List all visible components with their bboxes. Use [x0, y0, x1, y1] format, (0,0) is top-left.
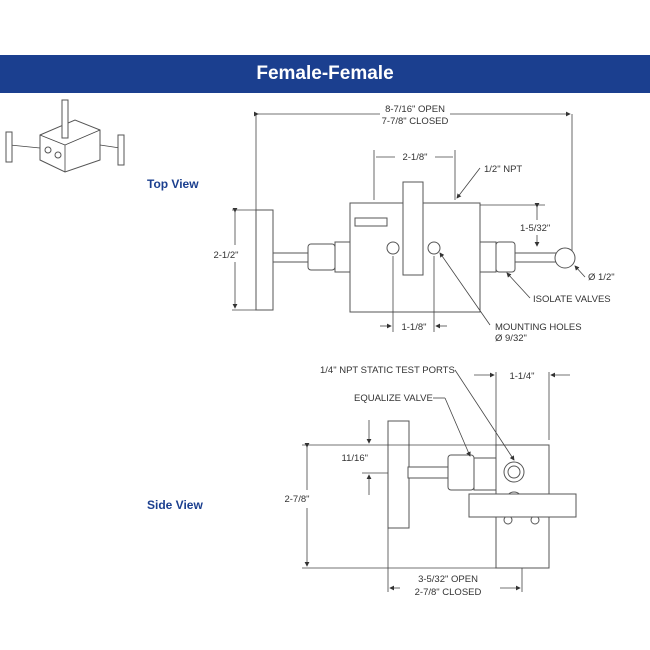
side-view-drawing: [302, 369, 577, 592]
page-title: Female-Female: [256, 63, 394, 84]
hole-spacing-dim: 1-1/8": [401, 322, 426, 333]
top-view-drawing: [232, 111, 586, 332]
static-test-ports-label: 1/4" NPT STATIC TEST PORTS: [320, 365, 455, 376]
product-thumbnail: [5, 99, 125, 173]
overall-open-dim: 8-7/16" OPEN: [385, 104, 445, 115]
body-depth-dim: 1-1/4": [509, 371, 534, 382]
side-height-dim: 2-7/8": [284, 494, 309, 505]
mounting-hole-dia: Ø 9/32": [495, 333, 527, 344]
isolate-valves-label: ISOLATE VALVES: [533, 294, 611, 305]
handle-offset-dim: 11/16": [342, 453, 368, 464]
height-dim: 2-1/2": [213, 250, 238, 261]
overall-closed-dim: 7-7/8" CLOSED: [382, 116, 449, 127]
depth-closed-dim: 2-7/8" CLOSED: [415, 587, 482, 598]
title-banner: Female-Female: [0, 55, 650, 93]
side-view-label: Side View: [147, 498, 203, 512]
equalize-valve-label: EQUALIZE VALVE: [354, 393, 433, 404]
top-view-label: Top View: [147, 177, 199, 191]
ball-dim: Ø 1/2": [588, 272, 615, 283]
offset-dim: 1-5/32": [520, 223, 550, 234]
depth-open-dim: 3-5/32" OPEN: [418, 574, 478, 585]
body-width-dim: 2-1/8": [402, 152, 427, 163]
mounting-holes-label: MOUNTING HOLES: [495, 322, 582, 333]
npt-label: 1/2" NPT: [484, 164, 522, 175]
